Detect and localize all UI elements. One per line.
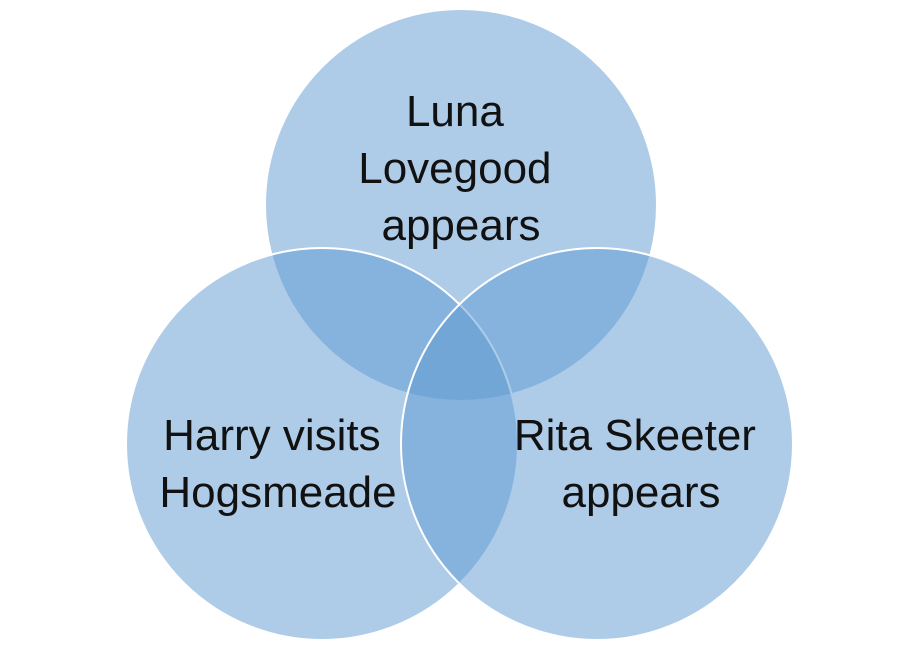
venn-label-line: Lovegood: [358, 144, 551, 193]
venn-label-line: Rita Skeeter: [514, 411, 756, 460]
venn-label-luna-lovegood: Luna Lovegood appears: [358, 87, 564, 250]
venn-label-line: appears: [381, 201, 540, 250]
venn-circle-rita-skeeter: [400, 247, 794, 641]
venn-label-line: Hogsmeade: [159, 468, 396, 517]
venn-label-line: Luna: [406, 87, 504, 136]
venn-label-line: appears: [561, 468, 720, 517]
venn-label-harry-hogsmeade: Harry visits Hogsmeade: [159, 411, 396, 517]
venn-label-rita-skeeter: Rita Skeeter appears: [514, 411, 768, 517]
venn-label-line: Harry visits: [163, 411, 381, 460]
